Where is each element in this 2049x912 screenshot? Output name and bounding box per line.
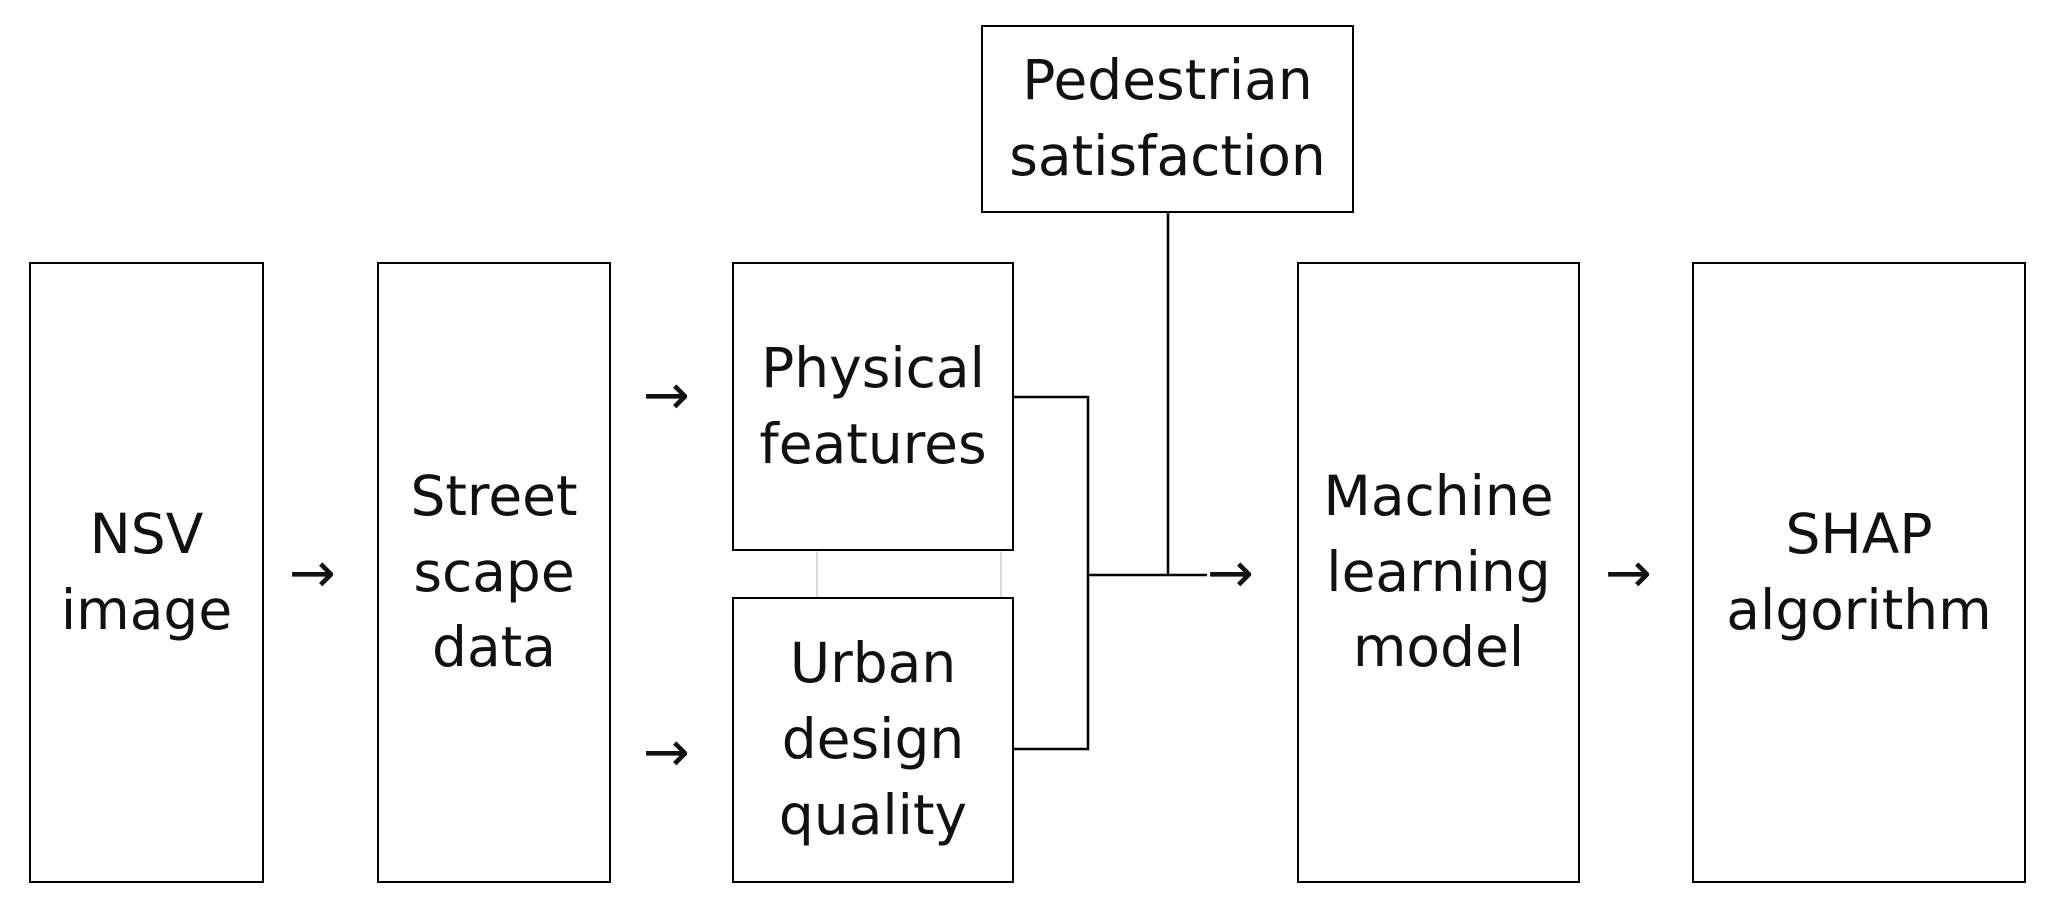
nsv-image-label: NSV image bbox=[60, 501, 233, 642]
arrow-streetscape-to-physical: → bbox=[643, 363, 690, 428]
streetscape-data-label: Street scape data bbox=[410, 463, 578, 680]
urban-design-quality-box: Urban design quality bbox=[732, 597, 1014, 883]
pedestrian-satisfaction-label: Pedestrian satisfaction bbox=[1009, 48, 1326, 188]
urban-connector bbox=[1014, 575, 1090, 751]
arrow-ml-to-shap: → bbox=[1605, 541, 1652, 606]
shap-algorithm-label: SHAP algorithm bbox=[1726, 501, 1992, 642]
physical-features-box: Physical features bbox=[732, 262, 1014, 551]
arrow-nsv-to-streetscape: → bbox=[289, 541, 336, 606]
arrow-streetscape-to-urban: → bbox=[643, 720, 690, 785]
nsv-image-box: NSV image bbox=[29, 262, 264, 883]
machine-learning-model-label: Machine learning model bbox=[1323, 463, 1554, 680]
urban-design-quality-label: Urban design quality bbox=[778, 631, 968, 847]
arrow-to-ml: → bbox=[1207, 541, 1254, 606]
streetscape-data-box: Street scape data bbox=[377, 262, 611, 883]
machine-learning-model-box: Machine learning model bbox=[1297, 262, 1580, 883]
physical-connector bbox=[1014, 395, 1090, 575]
shap-algorithm-box: SHAP algorithm bbox=[1692, 262, 2026, 883]
physical-features-label: Physical features bbox=[759, 335, 987, 476]
pedestrian-satisfaction-box: Pedestrian satisfaction bbox=[981, 25, 1354, 213]
